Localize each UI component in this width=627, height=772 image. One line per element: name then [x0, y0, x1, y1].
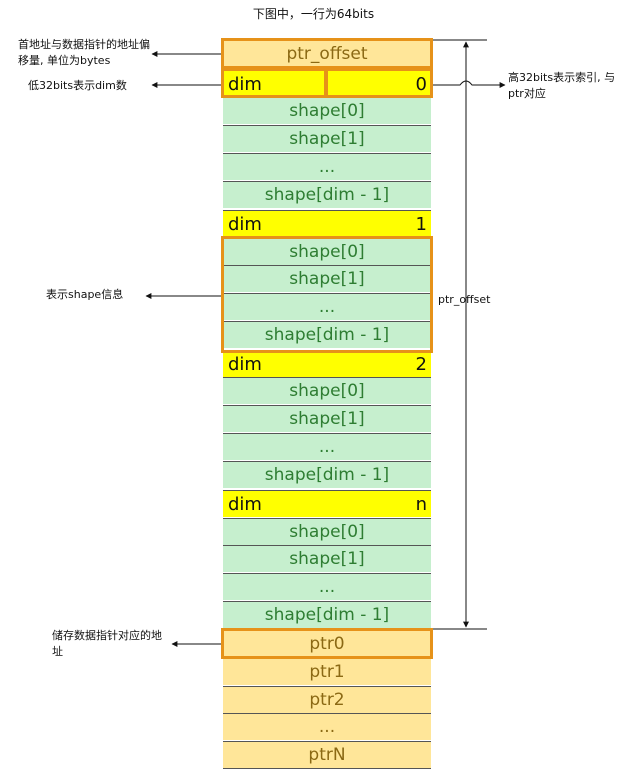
- dim-index: n: [415, 493, 427, 515]
- dim-index: 0: [415, 73, 427, 95]
- shape-row: shape[dim - 1]: [223, 321, 431, 348]
- dim-label: dim: [228, 353, 262, 375]
- shape-row: ...: [223, 293, 431, 320]
- dim-index: 1: [415, 213, 427, 235]
- ptr-row: ptr1: [223, 658, 431, 685]
- shape-info-highlight: [221, 236, 433, 353]
- dim-row-1: dim 1: [223, 210, 431, 237]
- ptr0-highlight: [221, 628, 433, 659]
- shape-row: shape[1]: [223, 545, 431, 572]
- dim-row-n: dim n: [223, 490, 431, 517]
- shape-row: shape[dim - 1]: [223, 601, 431, 628]
- shape-row: shape[0]: [223, 518, 431, 545]
- high32-arrow: [433, 80, 506, 88]
- shape-info-annotation: 表示shape信息: [46, 288, 124, 301]
- shape-row: shape[0]: [223, 97, 431, 124]
- dim-index: 2: [415, 353, 427, 375]
- shape-row: shape[1]: [223, 265, 431, 292]
- page-title: 下图中，一行为64bits: [252, 7, 375, 21]
- low32-annotation: 低32bits表示dim数: [28, 79, 127, 92]
- dim-label: dim: [228, 493, 262, 515]
- shape-row: shape[0]: [223, 238, 431, 265]
- shape-row: shape[0]: [223, 377, 431, 404]
- ptr-offset-highlight: [221, 38, 433, 69]
- ptr-row: ptr0: [223, 630, 431, 657]
- ptr-row: ptrN: [223, 741, 431, 769]
- shape-row: shape[dim - 1]: [223, 461, 431, 488]
- high32-annotation: 高32bits表示索引, 与ptr对应: [508, 71, 616, 100]
- dim-label: dim: [228, 73, 262, 95]
- ptr-row: ...: [223, 713, 431, 740]
- shape-row: ...: [223, 153, 431, 180]
- high32-highlight: [325, 68, 433, 98]
- ptr-offset-row: ptr_offset: [223, 40, 431, 67]
- shape-row: shape[dim - 1]: [223, 181, 431, 208]
- ptr-row: ptr2: [223, 686, 431, 713]
- shape-row: ...: [223, 433, 431, 460]
- shape-row: shape[1]: [223, 125, 431, 152]
- ptr-store-annotation: 储存数据指针对应的地址: [52, 629, 162, 658]
- dim-label: dim: [228, 213, 262, 235]
- base-offset-annotation: 首地址与数据指针的地址偏移量, 单位为bytes: [18, 38, 150, 67]
- shape-row: ...: [223, 573, 431, 600]
- shape-row: shape[1]: [223, 405, 431, 432]
